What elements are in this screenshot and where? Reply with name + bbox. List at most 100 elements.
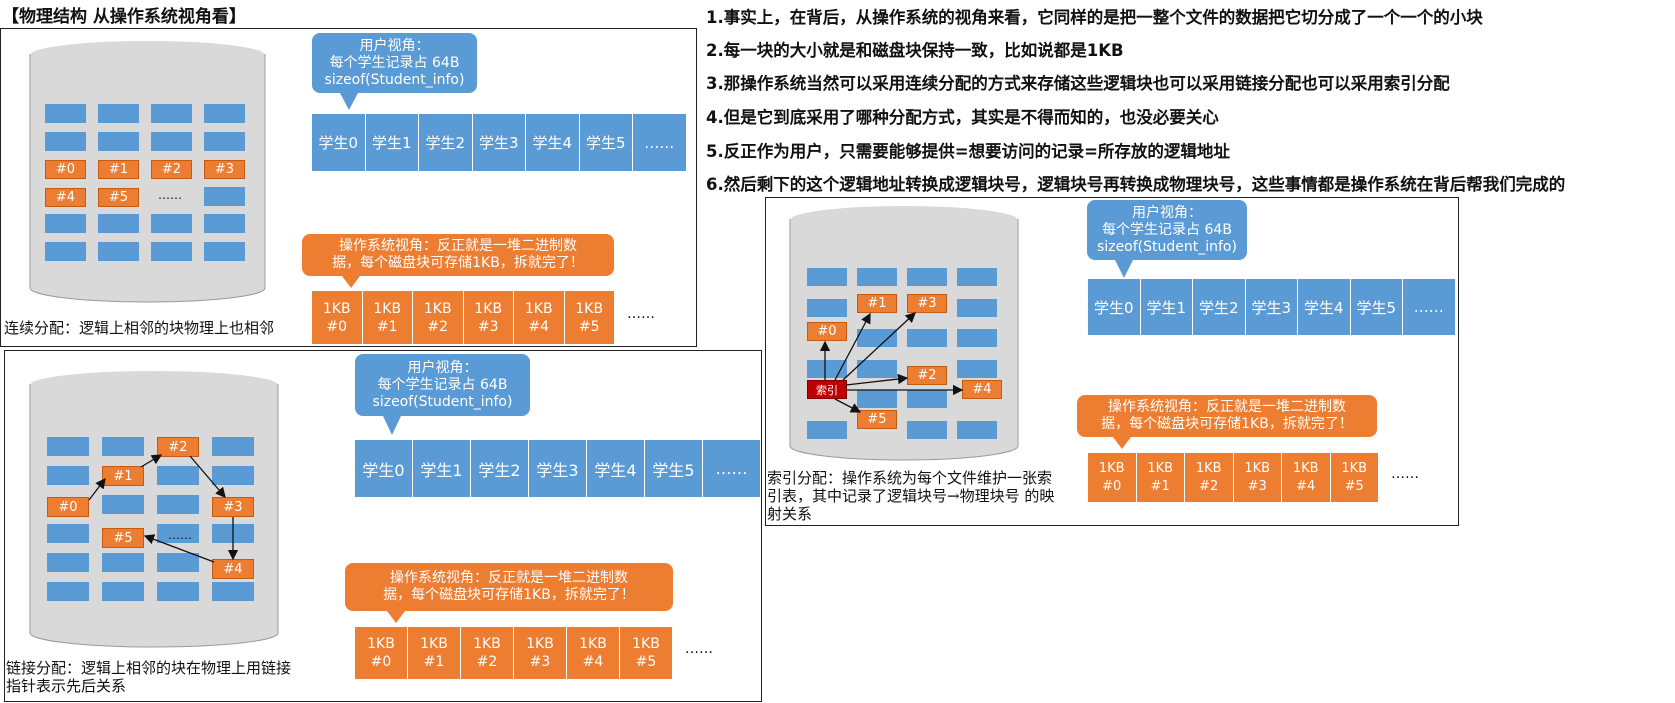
indexed-kb-row-cell-0: 1KB#0 [1088, 453, 1137, 502]
contiguous-kb-row-cell-2-num: #2 [427, 318, 449, 335]
note-4: 4.但是它到底采用了哪种分配方式，其实是不得而知的，也没必要关心 [706, 108, 1219, 127]
linked-disk-block-r3c0 [47, 524, 89, 543]
linked-user-callout-line-1: 用户视角： [407, 359, 478, 376]
contiguous-kb-row-cell-4-num: #4 [528, 318, 550, 335]
linked-disk-block-r0c3 [212, 437, 254, 456]
indexed-disk-block-r3c3 [957, 359, 997, 378]
contiguous-student-row-cell-5: 学生5 [579, 114, 633, 171]
contiguous-disk-block-r0c0 [45, 104, 86, 123]
contiguous-kb-row-cell-5-size: 1KB [575, 300, 604, 317]
contiguous-block-0: #0 [45, 160, 86, 179]
note-1: 1.事实上，在背后，从操作系统的视角来看，它同样的是把一整个文件的数据把它切分成… [706, 8, 1483, 27]
linked-kb-row-cell-5-size: 1KB [632, 636, 660, 652]
contiguous-disk-block-r5c1 [98, 241, 139, 261]
linked-disk-block-r0c0 [47, 437, 89, 456]
indexed-disk-block-r2c2 [907, 329, 947, 347]
indexed-os-callout-text: 操作系统视角：反正就是一堆二进制数据，每个磁盘块可存储1KB，拆就完了！ [1077, 395, 1377, 437]
indexed-student-row-cell-5: 学生5 [1350, 279, 1403, 335]
linked-student-row-cell-3: 学生3 [529, 440, 587, 497]
contiguous-disk-block-r0c3 [204, 104, 245, 123]
linked-block-1: #1 [102, 466, 144, 486]
contiguous-student-row-cell-4: 学生4 [526, 114, 580, 171]
indexed-disk-block-r1c3 [957, 298, 997, 317]
linked-disk-block-r2c1 [102, 495, 144, 514]
contiguous-os-callout-text: 操作系统视角：反正就是一堆二进制数据，每个磁盘块可存储1KB，拆就完了！ [302, 234, 614, 276]
contiguous-user-callout-line-1: 用户视角： [359, 37, 430, 54]
linked-arrow-2-3 [189, 455, 226, 498]
indexed-kb-row-cell-5-size: 1KB [1341, 460, 1368, 476]
indexed-caption-3: 射关系 [767, 505, 813, 523]
contiguous-os-callout-tail [342, 276, 360, 288]
contiguous-disk-ellipsis: …… [158, 188, 182, 202]
indexed-kb-row-cell-3: 1KB#3 [1233, 453, 1282, 502]
indexed-user-callout-tail [1115, 260, 1133, 278]
linked-user-callout-line-2: 每个学生记录占 64B [377, 376, 508, 393]
linked-os-callout-bg [345, 563, 673, 611]
contiguous-kb-row-cell-1-num: #1 [376, 318, 398, 335]
indexed-user-callout-bg [1087, 200, 1247, 260]
indexed-os-callout-bg [1077, 395, 1377, 437]
indexed-block-2: #2 [907, 366, 947, 385]
indexed-kb-row-cell-4: 1KB#4 [1282, 453, 1331, 502]
contiguous-disk-block-r1c0 [45, 131, 86, 151]
index-arrow-3 [842, 312, 916, 381]
contiguous-disk-block-r5c0 [45, 241, 86, 261]
linked-caption-2: 指针表示先后关系 [6, 677, 127, 695]
linked-disk-block-r2c2 [157, 495, 199, 514]
linked-os-callout-tail [387, 611, 405, 623]
indexed-kb-row-cell-4-num: #4 [1296, 478, 1316, 494]
linked-disk-ellipsis: …… [168, 528, 192, 542]
indexed-disk-block-r5c3 [957, 420, 997, 439]
contiguous-disk-block-r0c1 [98, 104, 139, 123]
index-table-block: 索引 [807, 380, 847, 399]
contiguous-kb-row-cell-3-size: 1KB [474, 300, 503, 317]
contiguous-disk-block-r4c3 [204, 214, 245, 233]
indexed-os-callout-line-2: 据，每个磁盘块可存储1KB，拆就完了！ [1101, 416, 1353, 432]
indexed-kb-row-cell-1-num: #1 [1150, 478, 1170, 494]
index-arrow-5 [834, 398, 862, 413]
linked-kb-row-ellipsis: …… [685, 641, 713, 657]
contiguous-caption: 连续分配：逻辑上相邻的块物理上也相邻 [4, 319, 275, 337]
contiguous-kb-row-ellipsis: …… [627, 305, 655, 322]
indexed-block-5: #5 [857, 410, 897, 429]
contiguous-disk-block-r4c2 [151, 214, 192, 233]
indexed-kb-row-cell-4-size: 1KB [1292, 460, 1319, 476]
linked-kb-row-cell-2-num: #2 [476, 654, 498, 670]
indexed-student-row-cell-1: 学生1 [1140, 279, 1193, 335]
indexed-disk-block-r0c1 [857, 268, 897, 286]
linked-user-callout-bg [355, 354, 530, 416]
contiguous-os-callout-line-1: 操作系统视角：反正就是一堆二进制数 [339, 238, 577, 254]
linked-os-callout: 操作系统视角：反正就是一堆二进制数据，每个磁盘块可存储1KB，拆就完了！ [345, 563, 673, 623]
linked-arrow-4-5 [143, 534, 215, 563]
note-6: 6.然后剩下的这个逻辑地址转换成逻辑块号，逻辑块号再转换成物理块号，这些事情都是… [706, 175, 1566, 194]
contiguous-user-callout-tail [340, 93, 358, 110]
linked-kb-row-cell-2: 1KB#2 [461, 627, 514, 679]
contiguous-disk-block-r1c1 [98, 131, 139, 151]
contiguous-block-5: #5 [98, 188, 139, 207]
indexed-caption-1: 索引分配：操作系统为每个文件维护一张索 [767, 469, 1053, 487]
indexed-user-callout-line-3: sizeof(Student_info) [1097, 238, 1237, 255]
linked-user-callout-tail [383, 416, 401, 435]
indexed-os-callout-line-1: 操作系统视角：反正就是一堆二进制数 [1108, 399, 1346, 415]
indexed-block-1: #1 [857, 294, 897, 313]
linked-kb-row-cell-0-num: #0 [370, 654, 392, 670]
linked-student-row-cell-4: 学生4 [587, 440, 645, 497]
indexed-disk-block-r0c0 [807, 268, 847, 286]
linked-kb-row-cell-0-size: 1KB [367, 636, 395, 652]
indexed-disk-block-r2c1 [857, 329, 897, 347]
linked-kb-row-cell-1-num: #1 [423, 654, 445, 670]
linked-kb-row-cell-3: 1KB#3 [514, 627, 567, 679]
contiguous-os-callout: 操作系统视角：反正就是一堆二进制数据，每个磁盘块可存储1KB，拆就完了！ [302, 234, 614, 288]
contiguous-kb-row-cell-4-size: 1KB [524, 300, 553, 317]
contiguous-kb-row-cell-0-size: 1KB [322, 300, 351, 317]
linked-os-callout-line-2: 据，每个磁盘块可存储1KB，拆就完了！ [383, 587, 635, 603]
indexed-disk-block-r3c1 [857, 359, 897, 378]
indexed-disk-block-r0c3 [957, 268, 997, 286]
contiguous-student-row-cell-2: 学生2 [419, 114, 473, 171]
contiguous-disk-block-r5c2 [151, 241, 192, 261]
